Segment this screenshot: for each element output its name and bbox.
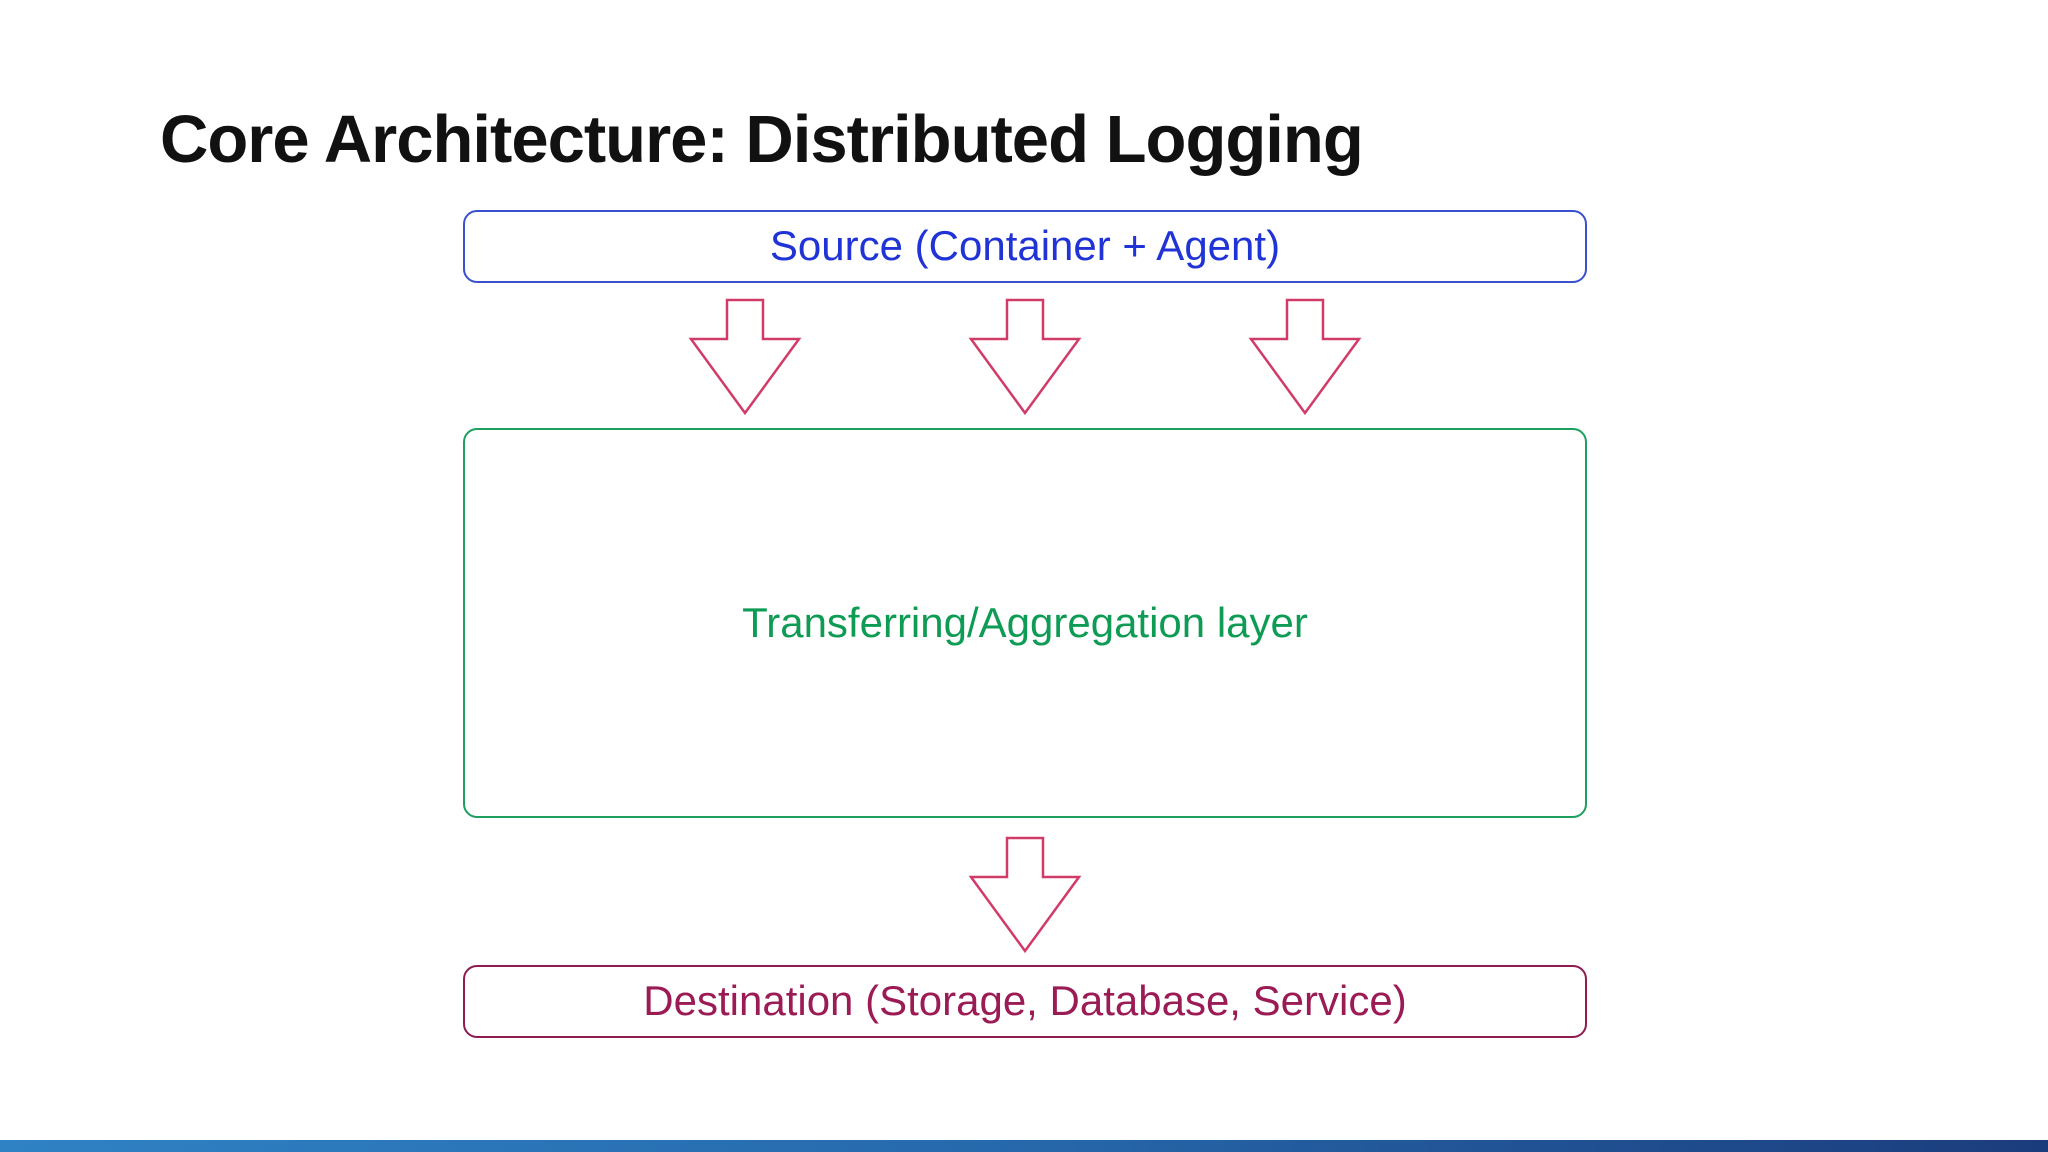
source-node-box: Source (Container + Agent): [463, 210, 1587, 283]
destination-node-label: Destination (Storage, Database, Service): [643, 977, 1407, 1025]
destination-node-box: Destination (Storage, Database, Service): [463, 965, 1587, 1038]
down-arrow-icon: [965, 836, 1085, 954]
down-arrow-icon: [685, 298, 805, 416]
down-arrow-icon: [965, 298, 1085, 416]
aggregation-node-label: Transferring/Aggregation layer: [742, 598, 1308, 646]
footer-accent-bar: [0, 1140, 2048, 1152]
down-arrow-icon: [1245, 298, 1365, 416]
source-node-label: Source (Container + Agent): [769, 222, 1281, 270]
aggregation-node-box: Transferring/Aggregation layer: [463, 428, 1587, 818]
page-title: Core Architecture: Distributed Logging: [160, 101, 1364, 177]
